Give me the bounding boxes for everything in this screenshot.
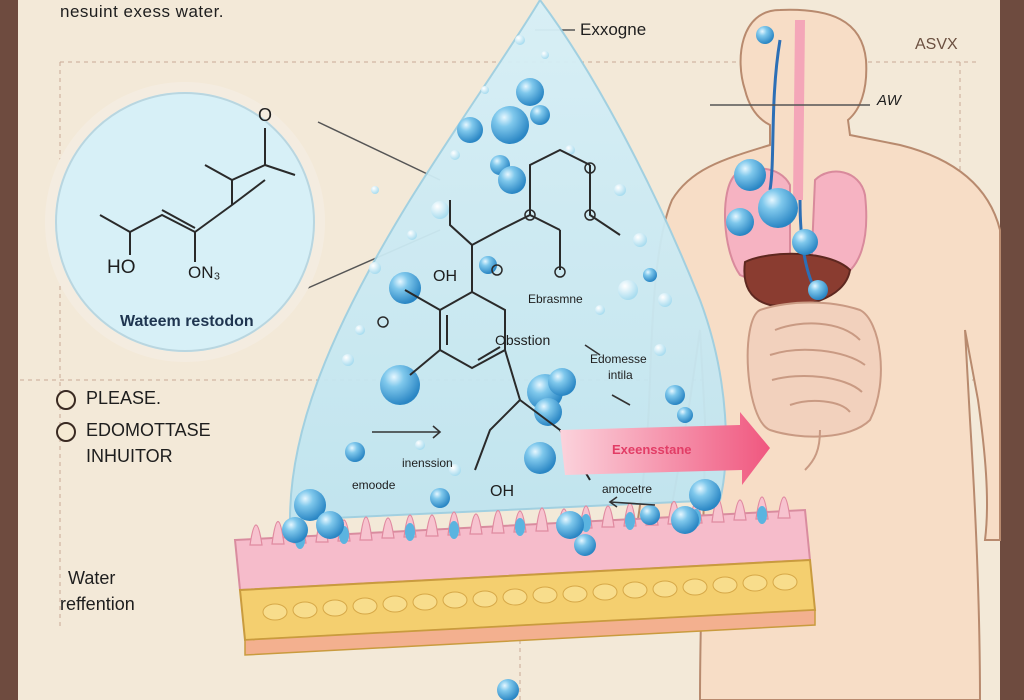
- edomesse-label: Edomesse: [590, 352, 647, 366]
- reffention-label: reffention: [60, 594, 135, 614]
- inenssion-label: inenssion: [402, 456, 453, 470]
- skin-tissue: [233, 496, 817, 656]
- left-brown-strip: [0, 0, 18, 700]
- legend-dot-edomottase: [56, 422, 76, 442]
- aw-label: AW: [877, 92, 901, 109]
- amocetre-label: amocetre: [602, 482, 653, 496]
- trachea-tube: [793, 19, 805, 201]
- water-label: Water: [68, 568, 116, 588]
- circle-onj-label: ON₃: [188, 263, 221, 282]
- legend-inhuitor: INHUITOR: [86, 446, 173, 466]
- obsstion-label: Obsstion: [495, 332, 551, 348]
- exxogne-label: Exxogne: [580, 20, 647, 39]
- right-brown-strip: [1000, 0, 1024, 700]
- circle-ho-label: HO: [107, 257, 136, 278]
- emoode-label: emoode: [352, 478, 396, 492]
- intila-label: intila: [608, 368, 633, 382]
- top-caption: nesuint exess water.: [60, 2, 225, 21]
- oh-label-bottom: OH: [490, 483, 514, 500]
- triangle-structure-dots: [377, 162, 596, 328]
- oh-label-left: OH: [433, 268, 457, 285]
- circle-caption: Wateem restodon: [120, 313, 254, 330]
- body-molecules: [726, 26, 828, 300]
- legend-please: PLEASE.: [86, 388, 162, 408]
- asvx-label: ASVX: [915, 36, 958, 53]
- legend-edomottase: EDOMOTTASE: [86, 420, 211, 440]
- arrow-label: Exeensstane: [612, 442, 692, 457]
- exeensstane-arrow: [560, 412, 770, 485]
- water-molecules: [282, 78, 721, 700]
- ebrasmne-label: Ebrasmne: [528, 292, 583, 306]
- small-arrows: [372, 344, 656, 508]
- circle-molecule-structure: [99, 128, 296, 262]
- legend-dot-please: [56, 390, 76, 410]
- intestine-icon: [746, 301, 882, 471]
- circle-o-label: O: [258, 105, 273, 125]
